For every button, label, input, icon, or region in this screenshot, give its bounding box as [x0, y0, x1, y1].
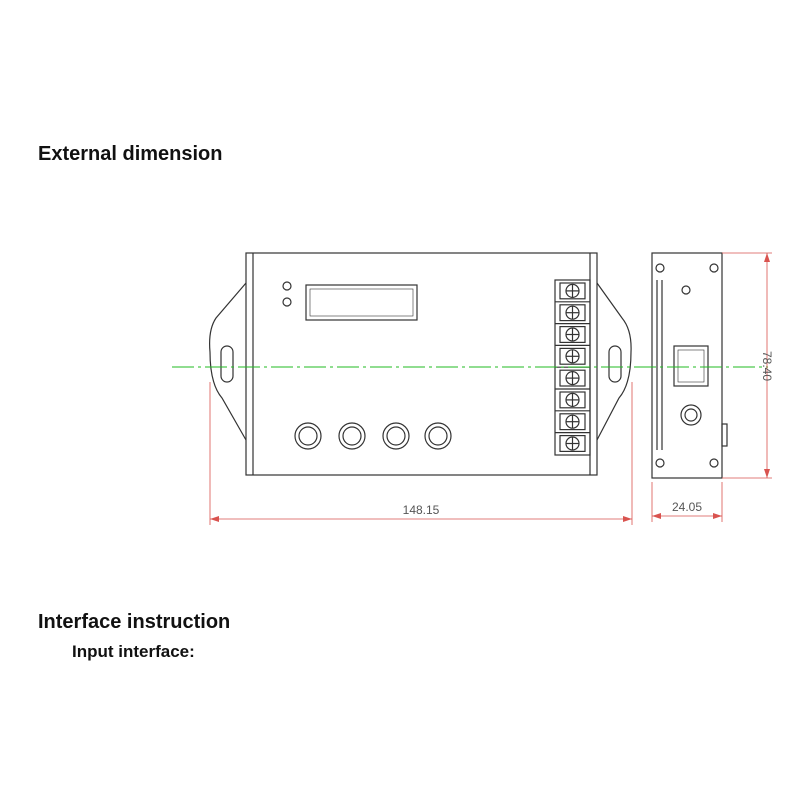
dimension-lines — [209, 252, 772, 525]
side-view — [651, 252, 728, 479]
side-port-inner — [677, 349, 705, 383]
subsection-title-input-interface: Input interface: — [72, 642, 195, 661]
side-tab — [721, 423, 728, 447]
main-body — [245, 252, 598, 476]
terminal-screw — [555, 432, 590, 453]
terminal-screws — [555, 282, 590, 453]
display-window-inner — [309, 288, 414, 317]
front-view — [209, 252, 632, 476]
depth-dimension-label: 24.05 — [672, 500, 702, 514]
section-title-external-dimension: External dimension — [38, 143, 223, 165]
right-mounting-slot — [608, 345, 622, 383]
terminal-screw — [555, 410, 590, 431]
side-port — [673, 345, 709, 387]
indicator-led — [282, 297, 292, 307]
left-mounting-ear — [209, 282, 247, 441]
side-screw — [709, 263, 719, 273]
section-title-interface-instruction: Interface instruction — [38, 611, 231, 633]
right-mounting-ear — [596, 282, 632, 441]
terminal-screw — [555, 344, 590, 365]
terminal-screw — [555, 301, 590, 322]
height-dimension-label: 78.40 — [760, 351, 774, 381]
terminal-screw — [559, 282, 586, 300]
side-screw — [655, 263, 665, 273]
terminal-screw — [555, 366, 590, 387]
push-button — [382, 422, 410, 450]
terminal-screw — [555, 388, 590, 409]
push-button — [338, 422, 366, 450]
display-window — [305, 284, 418, 321]
terminal-screw — [555, 323, 590, 344]
width-dimension-label: 148.15 — [403, 503, 440, 517]
push-button — [294, 422, 322, 450]
indicator-led — [282, 281, 292, 291]
side-button-inner — [684, 408, 698, 422]
side-button — [680, 404, 702, 426]
side-screw — [709, 458, 719, 468]
side-led — [681, 285, 691, 295]
side-body — [651, 252, 723, 479]
push-button — [424, 422, 452, 450]
left-mounting-slot — [220, 345, 234, 383]
side-screw — [655, 458, 665, 468]
